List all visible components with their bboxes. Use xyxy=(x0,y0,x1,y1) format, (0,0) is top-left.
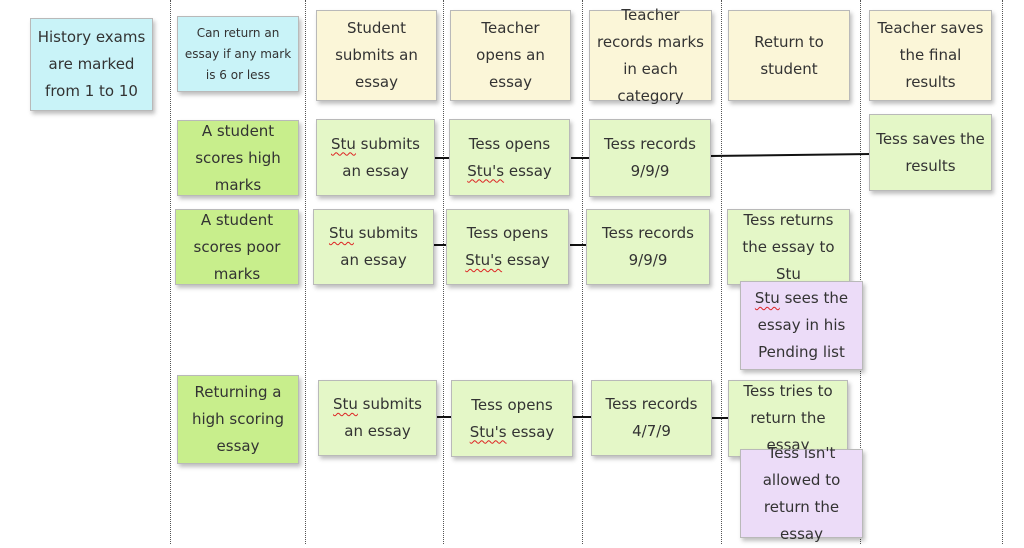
rule-note: History exams are marked from 1 to 10 xyxy=(30,18,153,111)
poor-record-note: Tess records 9/9/9 xyxy=(586,209,710,285)
step-return-note: Return to student xyxy=(728,10,850,101)
column-divider xyxy=(582,0,583,544)
poor-outcome-note: Stu sees the essay in his Pending list xyxy=(740,281,863,370)
return-outcome-note: Tess isn't allowed to return the essay xyxy=(740,444,863,543)
flow-connector xyxy=(711,417,731,419)
flow-connector xyxy=(433,157,453,159)
column-divider xyxy=(305,0,306,544)
flow-connector xyxy=(570,244,590,246)
column-divider xyxy=(1002,0,1003,544)
return-record-note: Tess records 4/7/9 xyxy=(591,380,712,456)
flow-connector xyxy=(709,153,872,157)
scenario-return-high-note: Returning a high scoring essay xyxy=(177,375,299,464)
column-divider xyxy=(443,0,444,544)
high-save-note: Tess saves the results xyxy=(869,114,992,191)
step-open-note: Teacher opens an essay xyxy=(450,10,571,101)
poor-return-note: Tess returns the essay to Stu xyxy=(727,209,850,285)
column-divider xyxy=(721,0,722,544)
return-open-note: Tess opens Stu's essay xyxy=(451,380,573,457)
return-submit-note: Stu submits an essay xyxy=(318,380,437,456)
constraint-note: Can return an essay if any mark is 6 or … xyxy=(177,16,299,92)
high-open-note: Tess opens Stu's essay xyxy=(449,119,570,196)
flow-connector xyxy=(432,244,452,246)
high-submit-note: Stu submits an essay xyxy=(316,119,435,196)
step-record-note: Teacher records marks in each category xyxy=(589,6,712,105)
flow-connector xyxy=(573,416,593,418)
flow-connector xyxy=(571,157,591,159)
poor-submit-note: Stu submits an essay xyxy=(313,209,434,285)
flow-connector xyxy=(435,416,455,418)
poor-open-note: Tess opens Stu's essay xyxy=(446,209,569,285)
step-save-note: Teacher saves the final results xyxy=(869,10,992,101)
column-divider xyxy=(860,0,861,544)
high-record-note: Tess records 9/9/9 xyxy=(589,119,711,197)
scenario-high-marks-note: A student scores high marks xyxy=(177,120,299,196)
scenario-poor-marks-note: A student scores poor marks xyxy=(175,209,299,285)
column-divider xyxy=(170,0,171,544)
step-submit-note: Student submits an essay xyxy=(316,10,437,101)
